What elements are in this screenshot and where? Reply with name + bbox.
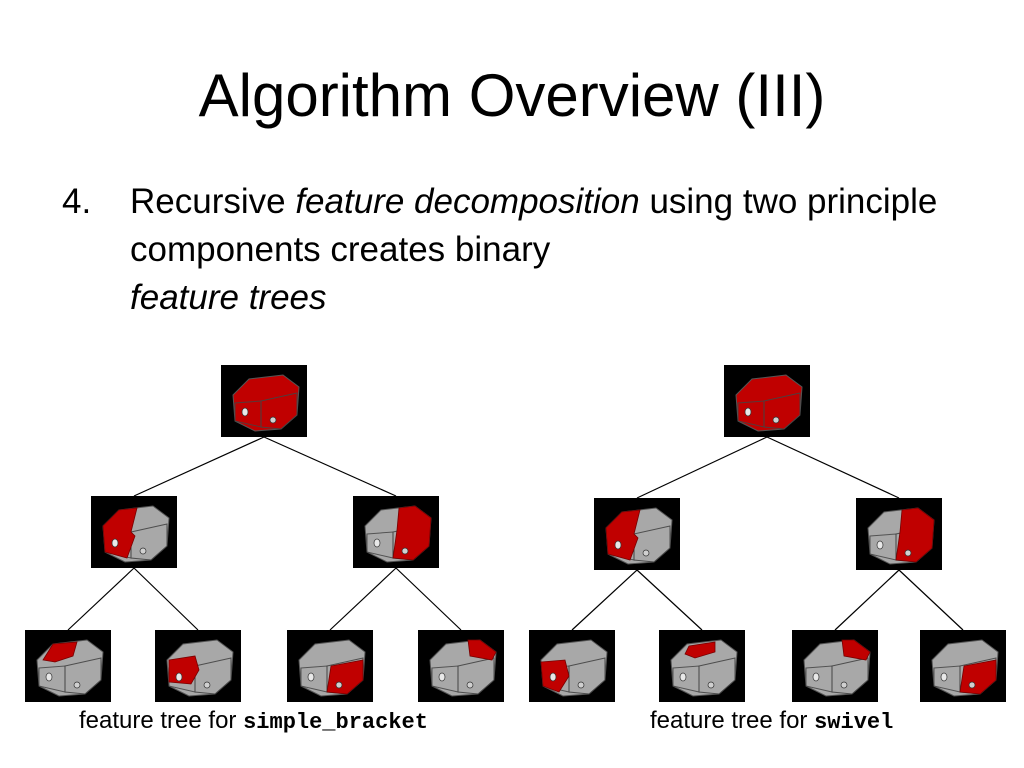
tree-edge <box>636 569 703 631</box>
bullet-text: Recursive feature decomposition using tw… <box>130 178 962 322</box>
caption-swivel: feature tree for swivel <box>650 704 893 740</box>
tree-0-node-4-thumbnail <box>155 630 241 702</box>
tree-edge <box>571 569 638 631</box>
caption-model-name: simple_bracket <box>243 710 428 735</box>
slide-title: Algorithm Overview (III) <box>198 62 826 129</box>
bullet-point-4: 4. Recursive feature decomposition using… <box>62 178 962 322</box>
tree-nodes <box>25 365 1006 702</box>
tree-1-node-6-thumbnail <box>920 630 1006 702</box>
caption-prefix: feature tree for <box>79 707 244 734</box>
tree-0-node-0-thumbnail <box>221 365 307 437</box>
bullet-emphasis-decomposition: feature decomposition <box>295 182 640 221</box>
bullet-text-middle: using two principle components creates b… <box>130 182 938 269</box>
tree-1-node-4-thumbnail <box>659 630 745 702</box>
tree-edge <box>263 436 397 497</box>
tree-0-node-3-thumbnail <box>25 630 111 702</box>
tree-0-node-2-thumbnail <box>353 496 439 568</box>
tree-1-node-0-thumbnail <box>724 365 810 437</box>
tree-edge <box>636 436 768 499</box>
tree-1-node-2-thumbnail <box>856 498 942 570</box>
tree-edge <box>133 436 265 497</box>
tree-edge <box>395 567 462 631</box>
tree-0-node-5-thumbnail <box>287 630 373 702</box>
tree-edges <box>67 436 964 631</box>
caption-model-name: swivel <box>814 710 894 735</box>
tree-1-node-1-thumbnail <box>594 498 680 570</box>
caption-simple-bracket: feature tree for simple_bracket <box>79 704 428 740</box>
tree-edge <box>133 567 199 631</box>
tree-0-node-6-thumbnail <box>418 630 504 702</box>
bullet-emphasis-feature-trees: feature trees <box>130 278 327 317</box>
bullet-text-start: Recursive <box>130 182 296 221</box>
tree-1-node-3-thumbnail <box>529 630 615 702</box>
tree-edge <box>834 569 900 631</box>
tree-1-node-5-thumbnail <box>792 630 878 702</box>
caption-prefix: feature tree for <box>650 707 815 734</box>
bullet-number: 4. <box>62 182 92 221</box>
tree-edge <box>766 436 900 499</box>
tree-edge <box>898 569 964 631</box>
tree-edge <box>329 567 397 631</box>
tree-edge <box>67 567 135 631</box>
tree-0-node-1-thumbnail <box>91 496 177 568</box>
